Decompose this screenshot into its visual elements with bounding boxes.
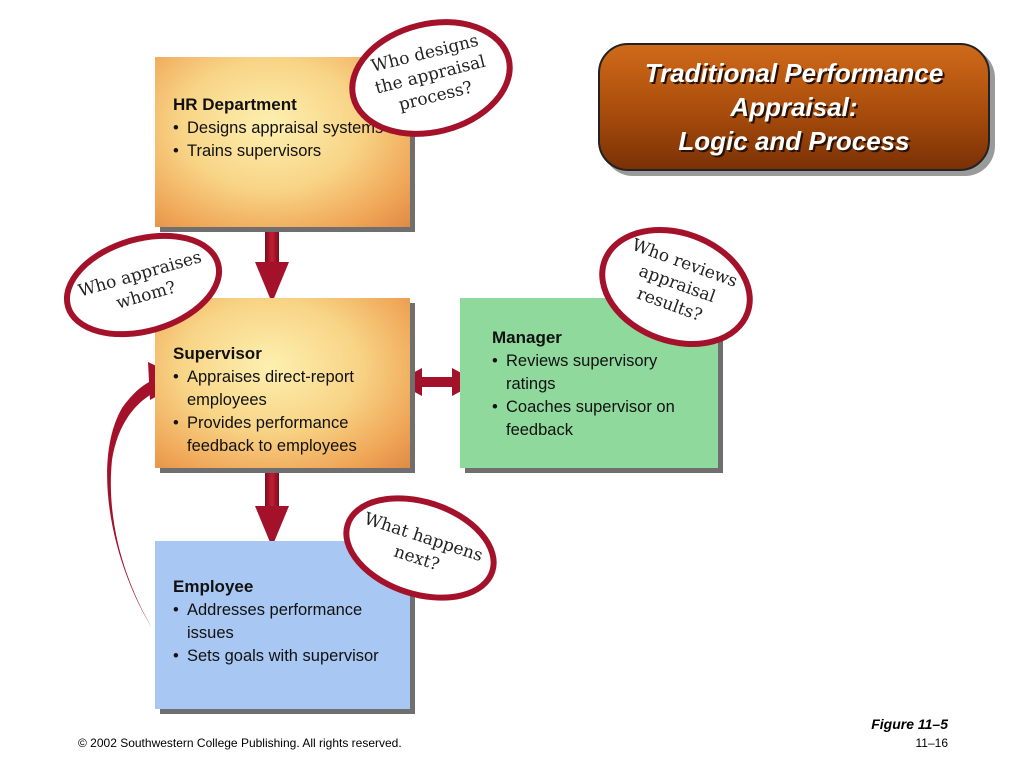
bullet-item: •Coaches supervisor on feedback <box>492 398 675 439</box>
employee-box: Employee •Addresses performance issues •… <box>155 541 410 709</box>
bullet-item: •Appraises direct-report employees <box>173 368 354 409</box>
arrow-supervisor-manager <box>396 368 478 396</box>
figure-label: Figure 11–5 <box>871 716 948 732</box>
bullet-icon: • <box>173 142 179 160</box>
bullet-icon: • <box>173 601 179 619</box>
bullet-list: •Addresses performance issues •Sets goal… <box>173 599 396 668</box>
supervisor-box: Supervisor •Appraises direct-report empl… <box>155 298 410 468</box>
bullet-icon: • <box>492 398 498 416</box>
bullet-item: •Provides performance feedback to employ… <box>173 414 357 455</box>
bullet-item: •Addresses performance issues <box>173 601 363 642</box>
bullet-icon: • <box>173 414 179 432</box>
box-title: HR Department <box>173 95 297 114</box>
box-title: Manager <box>492 328 562 347</box>
slide-title-line: Appraisal: <box>730 92 858 122</box>
bullet-icon: • <box>173 368 179 386</box>
bullet-icon: • <box>492 352 498 370</box>
slide-title-line: Logic and Process <box>678 126 910 156</box>
bullet-icon: • <box>173 119 179 137</box>
bullet-item: •Reviews supervisory ratings <box>492 352 658 393</box>
manager-box: Manager •Reviews supervisory ratings •Co… <box>460 298 718 468</box>
box-title: Supervisor <box>173 344 262 363</box>
bullet-list: •Designs appraisal systems •Trains super… <box>173 117 396 163</box>
page-number: 11–16 <box>915 736 948 750</box>
bullet-item: •Sets goals with supervisor <box>173 645 396 668</box>
hr-department-box: HR Department •Designs appraisal systems… <box>155 57 410 227</box>
slide-title-line: Traditional Performance <box>644 58 944 88</box>
arrow-hr-to-supervisor <box>255 226 289 303</box>
bullet-item: •Trains supervisors <box>173 140 396 163</box>
box-title: Employee <box>173 577 254 596</box>
copyright-notice: © 2002 Southwestern College Publishing. … <box>78 736 402 750</box>
bullet-list: •Reviews supervisory ratings •Coaches su… <box>492 350 704 442</box>
arrow-supervisor-to-employee <box>255 468 289 547</box>
bullet-list: •Appraises direct-report employees •Prov… <box>173 366 396 458</box>
bullet-item: •Designs appraisal systems <box>173 117 396 140</box>
slide-title-box: Traditional Performance Appraisal: Logic… <box>598 43 990 171</box>
bullet-icon: • <box>173 647 179 665</box>
